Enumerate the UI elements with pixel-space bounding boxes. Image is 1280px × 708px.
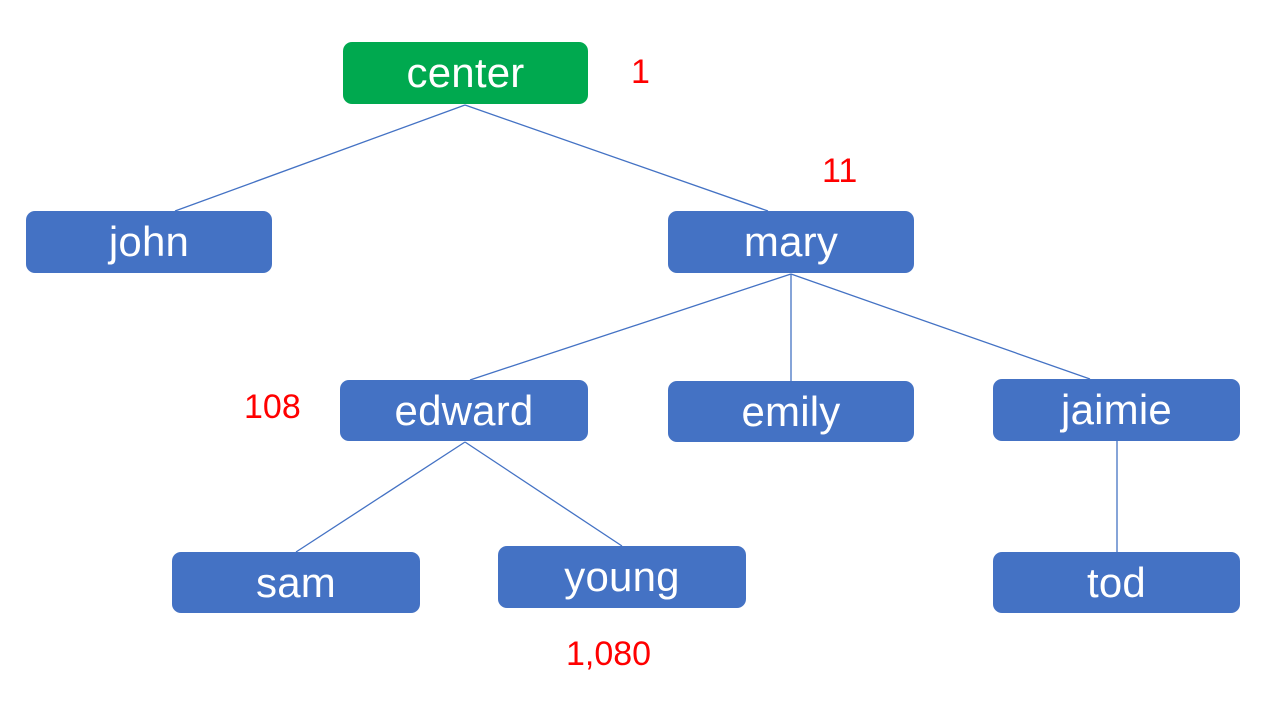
node-label-edward: edward xyxy=(394,386,534,434)
node-label-tod: tod xyxy=(1087,558,1146,606)
node-center[interactable]: center xyxy=(343,42,588,104)
edge-edward-young xyxy=(464,441,623,547)
node-label-emily: emily xyxy=(741,387,841,435)
node-jaimie[interactable]: jaimie xyxy=(993,379,1240,441)
edge-edward-sam xyxy=(295,441,466,553)
node-label-mary: mary xyxy=(743,218,839,265)
node-mary[interactable]: mary xyxy=(668,211,914,273)
edge-mary-jaimie xyxy=(790,273,1091,380)
node-label-young: young xyxy=(564,553,680,600)
node-label-jaimie: jaimie xyxy=(1061,386,1172,433)
node-edward[interactable]: edward xyxy=(340,380,588,441)
edge-center-mary xyxy=(464,104,769,212)
edge-mary-edward xyxy=(469,273,792,381)
edge-center-john xyxy=(174,104,466,212)
node-young[interactable]: young xyxy=(498,546,746,608)
node-tod[interactable]: tod xyxy=(993,552,1240,613)
node-sam[interactable]: sam xyxy=(172,552,420,613)
annotation-center-count: 1 xyxy=(631,53,650,91)
node-label-sam: sam xyxy=(256,558,336,606)
node-label-john: john xyxy=(108,218,190,265)
node-label-center: center xyxy=(406,49,525,96)
annotation-young-count: 1,080 xyxy=(566,635,652,673)
annotation-edward-count: 108 xyxy=(244,388,301,426)
node-emily[interactable]: emily xyxy=(668,381,914,442)
node-john[interactable]: john xyxy=(26,211,272,273)
annotation-mary-count: 11 xyxy=(822,152,858,190)
